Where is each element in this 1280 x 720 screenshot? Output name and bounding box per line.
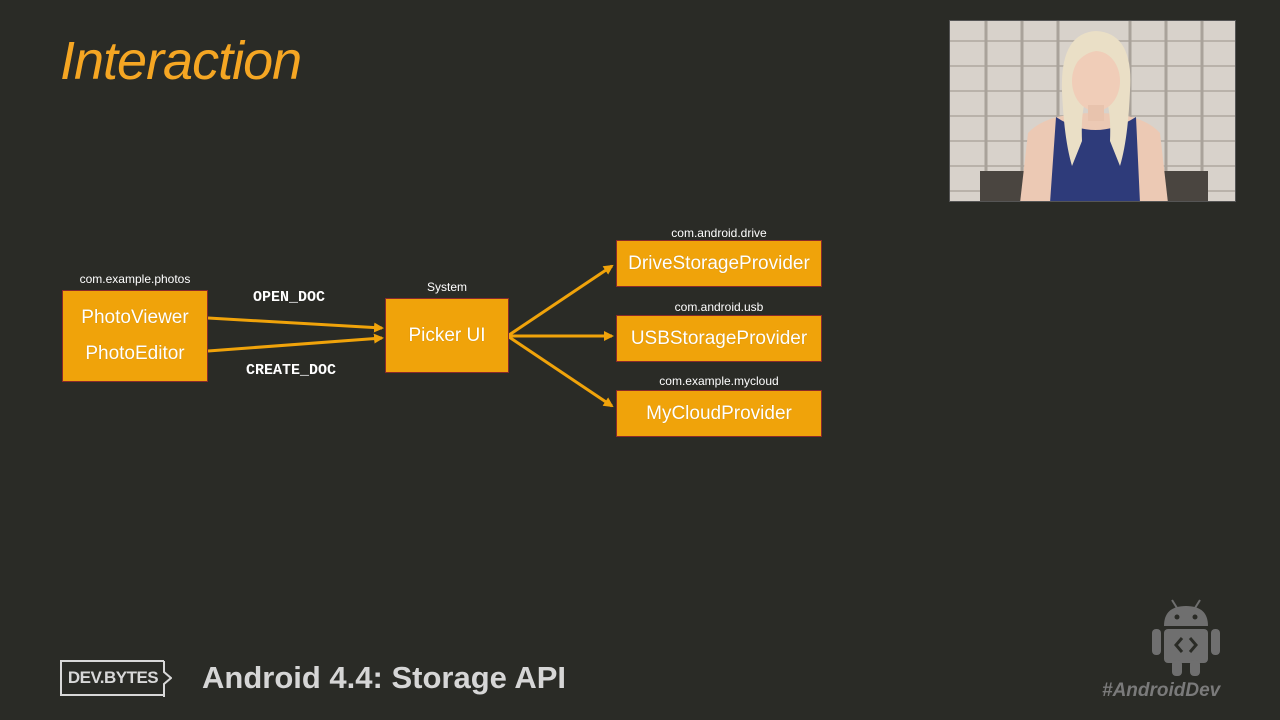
presenter-video [949, 20, 1236, 202]
mycloud-package-label: com.example.mycloud [659, 374, 779, 388]
usb-provider-box: USBStorageProvider [616, 315, 822, 362]
client-package-label: com.example.photos [79, 272, 191, 286]
open-doc-label: OPEN_DOC [253, 289, 326, 306]
usb-package-label: com.android.usb [674, 300, 764, 314]
photo-editor-label: PhotoEditor [85, 343, 185, 364]
drive-provider-label: DriveStorageProvider [628, 252, 810, 274]
footer-title: Android 4.4: Storage API [202, 660, 567, 695]
devbytes-logo: DEV.BYTES [60, 660, 172, 698]
usb-provider-label: USBStorageProvider [630, 327, 808, 349]
picker-ui-label: Picker UI [408, 324, 486, 346]
presenter-video-frame [950, 21, 1235, 201]
devbytes-logo-text: DEV.BYTES [60, 660, 164, 696]
photo-viewer-label: PhotoViewer [81, 307, 189, 328]
open-doc-arrow [207, 316, 384, 333]
create-doc-arrow [207, 333, 384, 353]
android-dev-hashtag: #AndroidDev [1102, 680, 1221, 701]
mycloud-provider-box: MyCloudProvider [616, 390, 822, 437]
mycloud-provider-label: MyCloudProvider [646, 402, 792, 424]
create-doc-label: CREATE_DOC [246, 362, 337, 379]
picker-ui-box: Picker UI [385, 298, 509, 373]
slide-title: Interaction [60, 31, 302, 91]
drive-arrow [508, 264, 614, 337]
devbytes-logo-bracket [163, 661, 172, 697]
photos-client-box: PhotoViewer PhotoEditor [62, 290, 208, 382]
mycloud-arrow [508, 335, 614, 408]
system-package-label: System [426, 280, 467, 294]
drive-package-label: com.android.drive [671, 226, 767, 240]
drive-provider-box: DriveStorageProvider [616, 240, 822, 287]
android-robot-icon [1152, 599, 1220, 676]
